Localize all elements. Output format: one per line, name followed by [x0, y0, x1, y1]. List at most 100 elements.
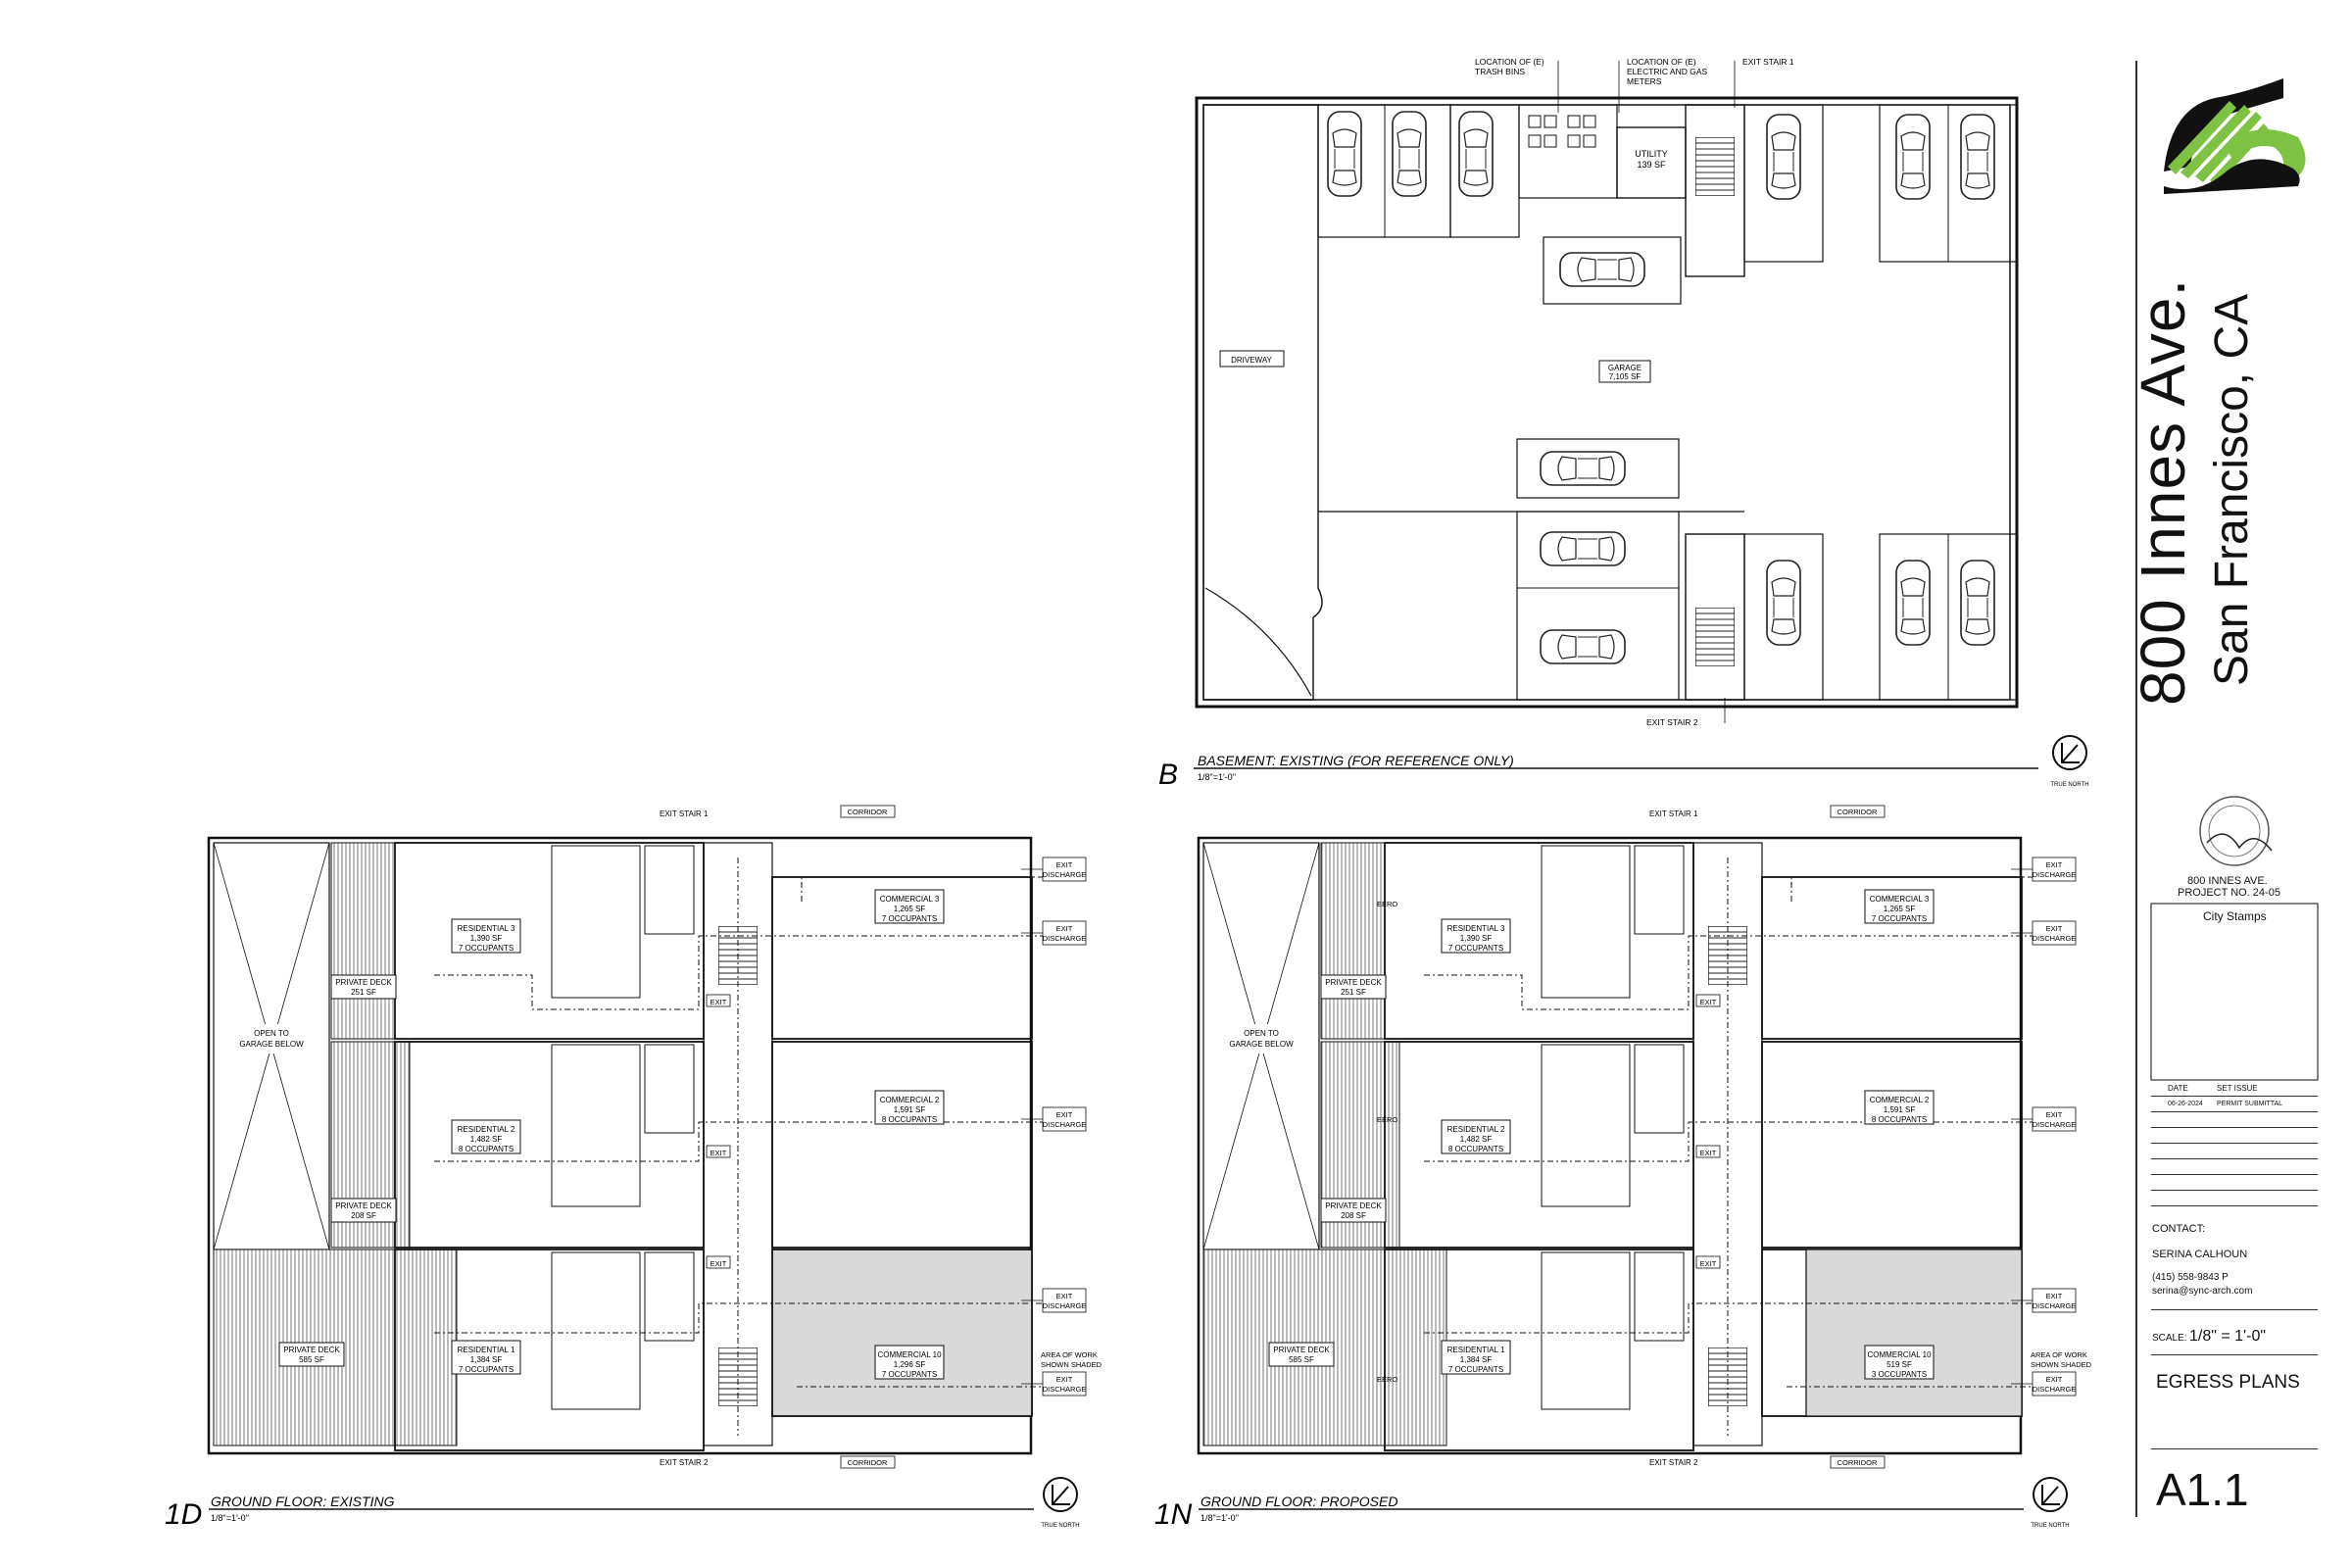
exit-discharge-label: EXIT [1056, 1375, 1073, 1384]
deck-tag-box [1268, 1342, 1335, 1367]
exit-discharge-box [1042, 1106, 1087, 1132]
room-occupants: 7 OCCUPANTS [1448, 1365, 1503, 1374]
garage-area: 7,105 SF [1609, 372, 1642, 381]
exit-discharge-label: EXIT [2046, 924, 2063, 933]
exit-discharge-label: DISCHARGE [1043, 870, 1087, 879]
building-outline [1197, 836, 2023, 1455]
meters-callout-2: ELECTRIC AND GAS [1627, 67, 1708, 76]
corridor-tag: CORRIDOR [848, 808, 888, 816]
contact-name: SERINA CALHOUN [2152, 1249, 2248, 1260]
exit-discharge-label: DISCHARGE [1043, 1301, 1087, 1310]
egress-path [434, 1121, 1047, 1162]
room-tag-box [451, 1119, 521, 1154]
area-of-work-shaded [1805, 1249, 2023, 1417]
utility-label: UTILITY [1635, 149, 1668, 159]
room-area: 1,591 SF [894, 1105, 926, 1114]
exit-discharge-label: DISCHARGE [1043, 934, 1087, 943]
room-area: 1,390 SF [1460, 934, 1493, 943]
egress-path [434, 1302, 1047, 1334]
room-area: 1,265 SF [1884, 905, 1916, 913]
room-occupants: 7 OCCUPANTS [1448, 944, 1503, 953]
plan-scale: 1/8"=1'-0" [1200, 1513, 1239, 1523]
utility-area: 139 SF [1637, 160, 1666, 170]
corridor-tag-box [840, 805, 896, 818]
deck-tag-box [1320, 1198, 1387, 1223]
corridor-tag-box [1830, 1455, 1886, 1469]
room-area: 1,384 SF [470, 1355, 503, 1364]
bath-block [1634, 845, 1685, 935]
plan-id: 1N [1154, 1498, 1193, 1531]
room-occupants: 3 OCCUPANTS [1872, 1370, 1927, 1379]
room-area: 1,482 SF [1460, 1135, 1493, 1144]
egress-path [1424, 935, 2036, 1010]
egress-path [434, 935, 1047, 1010]
room-occupants: 7 OCCUPANTS [882, 1370, 937, 1379]
exit-discharge-label: EXIT [2046, 1110, 2063, 1119]
deck-name: PRIVATE DECK [335, 978, 392, 987]
exit-tag-box [1695, 1255, 1721, 1269]
garage-label: GARAGE [1608, 364, 1642, 372]
room-occupants: 7 OCCUPANTS [1872, 914, 1927, 923]
exit-tag: EXIT [710, 1149, 727, 1157]
residential-unit [394, 1041, 705, 1249]
plan-scale: 1/8"=1'-0" [211, 1513, 249, 1523]
room-tag-box [1441, 918, 1511, 954]
exit-tag: EXIT [710, 1259, 727, 1268]
room-area: 1,591 SF [1884, 1105, 1916, 1114]
exit-discharge-box [1042, 857, 1087, 882]
open-to-garage-label: OPEN TO [1244, 1029, 1279, 1038]
room-tag-box [1864, 889, 1935, 924]
room-occupants: 7 OCCUPANTS [459, 1365, 514, 1374]
issue-date: 06-26-2024 [2168, 1101, 2203, 1107]
commercial-unit [771, 1041, 1033, 1249]
room-tag-box [451, 1340, 521, 1375]
basement-plan-title: BASEMENT: EXISTING (FOR REFERENCE ONLY) [1198, 753, 1514, 768]
exit-stair-1-callout: EXIT STAIR 1 [1649, 809, 1698, 818]
egress-path [801, 876, 1047, 902]
date-header: DATE [2168, 1084, 2188, 1093]
issue-name: PERMIT SUBMITTAL [2217, 1101, 2283, 1107]
room-name: RESIDENTIAL 2 [1447, 1125, 1505, 1134]
basement-plan-scale: 1/8"=1'-0" [1198, 772, 1236, 782]
room-area: 1,390 SF [470, 934, 503, 943]
bath-block [1634, 1251, 1685, 1342]
deck-tag-box [1320, 974, 1387, 1000]
north-arrow-icon [2052, 735, 2087, 770]
project-address: 800 Innes Ave. [2128, 277, 2198, 706]
room-tag-box [451, 918, 521, 954]
exit-tag: EXIT [1700, 1259, 1717, 1268]
kitchen-block [551, 1251, 641, 1410]
room-tag-box [874, 1345, 945, 1380]
exit-stair-2-callout: EXIT STAIR 2 [1646, 717, 1698, 727]
exit-discharge-label: EXIT [1056, 1292, 1073, 1300]
project-number: PROJECT NO. 24-05 [2178, 887, 2280, 899]
exit-tag-box [1695, 994, 1721, 1007]
room-area: 519 SF [1886, 1360, 1912, 1369]
deck-name: PRIVATE DECK [1273, 1346, 1330, 1354]
commercial-unit [1761, 1041, 2023, 1249]
egress-path [1424, 1302, 2036, 1334]
exit-discharge-label: DISCHARGE [2033, 934, 2077, 943]
room-name: COMMERCIAL 3 [880, 895, 940, 904]
egress-path [1790, 876, 2036, 902]
exit-discharge-box [1042, 1288, 1087, 1313]
corridor-tag-box [840, 1455, 896, 1469]
driveway-label: DRIVEWAY [1231, 356, 1272, 365]
plan-title: GROUND FLOOR: PROPOSED [1200, 1494, 1397, 1509]
room-area: 1,296 SF [894, 1360, 926, 1369]
exit-tag: EXIT [1700, 1149, 1717, 1157]
exit-discharge-box [1042, 1371, 1087, 1396]
exit-discharge-box [2032, 1288, 2077, 1313]
residential-unit [1384, 1041, 1694, 1249]
exit-discharge-label: EXIT [1056, 924, 1073, 933]
architect-seal [2199, 796, 2273, 866]
room-occupants: 8 OCCUPANTS [1872, 1115, 1927, 1124]
meters-callout-1: LOCATION OF (E) [1627, 57, 1696, 67]
room-area: 1,482 SF [470, 1135, 503, 1144]
room-name: COMMERCIAL 10 [1867, 1350, 1932, 1359]
kitchen-block [551, 1044, 641, 1207]
corridor-tag: CORRIDOR [848, 1458, 888, 1467]
building-outline [207, 836, 1033, 1455]
